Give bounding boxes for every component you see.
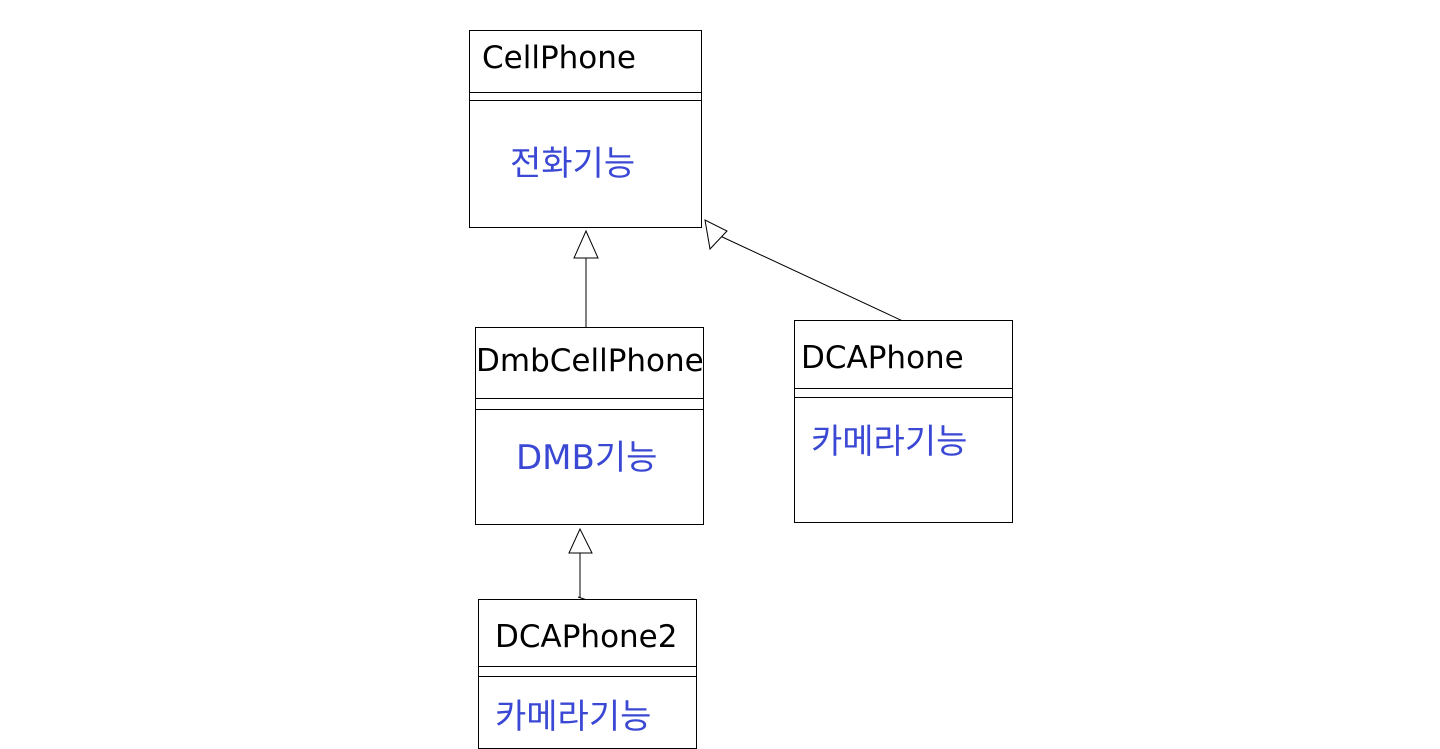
inheritance-connectors: [568, 219, 908, 603]
name-divider-bottom: [795, 397, 1012, 398]
dmbcellphone-generalization-arrowhead: [573, 229, 599, 259]
class-name-dcaphone2: DCAPhone2: [495, 619, 678, 655]
name-divider-top: [470, 92, 701, 93]
name-divider-bottom: [470, 100, 701, 101]
class-box-dmbcellphone[interactable]: DmbCellPhone DMB기능: [475, 327, 704, 525]
feature-label-dcaphone: 카메라기능: [811, 422, 968, 462]
name-divider-bottom: [476, 409, 703, 410]
feature-label-dmbcellphone: DMB기능: [516, 438, 658, 478]
class-box-dcaphone[interactable]: DCAPhone 카메라기능: [794, 320, 1013, 523]
class-box-dcaphone2[interactable]: DCAPhone2 카메라기능: [478, 599, 697, 749]
name-divider-bottom: [479, 676, 696, 677]
dcaphone-generalization-arrowhead: [704, 219, 728, 251]
name-divider-top: [479, 666, 696, 667]
feature-label-cellphone: 전화기능: [510, 144, 636, 184]
class-name-dmbcellphone: DmbCellPhone: [476, 343, 704, 379]
name-divider-top: [476, 398, 703, 399]
name-divider-top: [795, 388, 1012, 389]
class-name-cellphone: CellPhone: [482, 40, 636, 76]
feature-label-dcaphone2: 카메라기능: [495, 697, 652, 737]
class-name-dcaphone: DCAPhone: [801, 340, 964, 376]
class-diagram: CellPhone 전화기능 DmbCellPhone DMB기능 DCAPho…: [469, 30, 1013, 749]
class-box-cellphone[interactable]: CellPhone 전화기능: [469, 30, 702, 228]
dcaphone-to-cellphone-line: [717, 234, 908, 324]
dcaphone2-generalization-arrowhead: [568, 527, 593, 554]
